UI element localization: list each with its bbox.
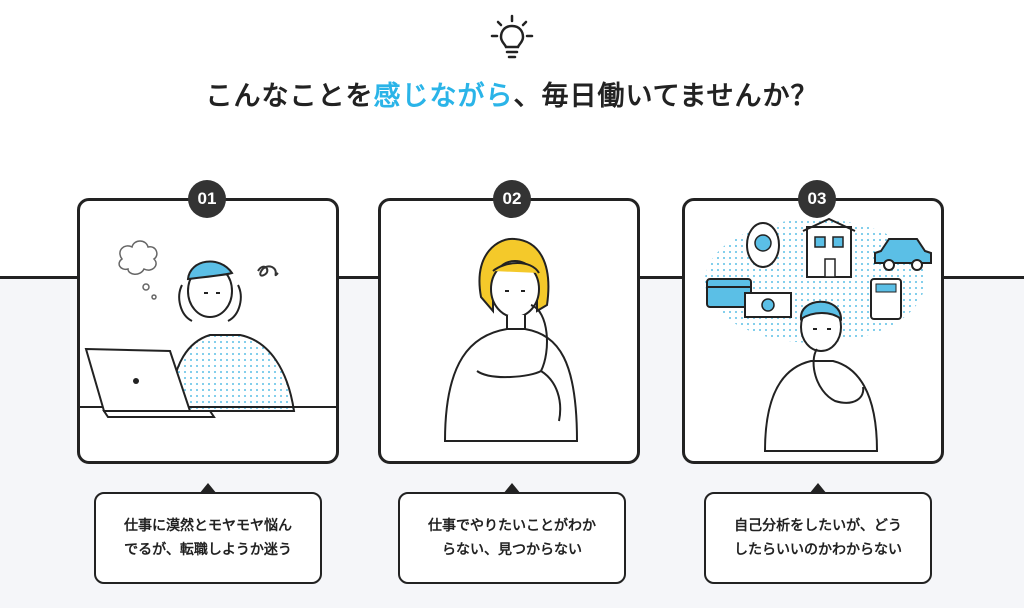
caption-line1-02: 仕事でやりたいことがわか bbox=[428, 518, 596, 534]
headline-prefix: こんなことを bbox=[205, 81, 374, 112]
caption-line1-01: 仕事に漠然とモヤモヤ悩ん bbox=[124, 518, 292, 534]
caption-line2-03: したらいいのかわからない bbox=[734, 542, 902, 558]
page-headline: こんなことを感じながら、毎日働いてませんか？ bbox=[0, 74, 1024, 113]
caption-bubble-03: 自己分析をしたいが、どう したらいいのかわからない bbox=[704, 483, 932, 584]
thinking-woman-illustration bbox=[443, 237, 579, 442]
caption-line2-02: らない、見つからない bbox=[442, 542, 582, 558]
caption-line1-03: 自己分析をしたいが、どう bbox=[734, 518, 902, 534]
caption-text-02: 仕事でやりたいことがわか らない、見つからない bbox=[428, 514, 596, 562]
card-number-badge-03: 03 bbox=[798, 180, 836, 218]
caption-bubble-02: 仕事でやりたいことがわか らない、見つからない bbox=[398, 483, 626, 584]
worried-man-at-laptop-illustration bbox=[80, 240, 336, 418]
card-03 bbox=[682, 198, 944, 464]
card-01 bbox=[77, 198, 339, 464]
caption-line2-01: でるが、転職しようか迷う bbox=[124, 542, 292, 558]
caption-text-01: 仕事に漠然とモヤモヤ悩ん でるが、転職しようか迷う bbox=[124, 514, 292, 562]
pondering-man-with-life-items-illustration bbox=[705, 217, 932, 452]
card-number-badge-02: 02 bbox=[493, 180, 531, 218]
lightbulb-icon bbox=[490, 14, 534, 59]
caption-text-03: 自己分析をしたいが、どう したらいいのかわからない bbox=[734, 514, 902, 562]
headline-highlight: 感じながら bbox=[373, 81, 514, 112]
headline-suffix: 、毎日働いてませんか？ bbox=[513, 81, 819, 112]
caption-bubble-01: 仕事に漠然とモヤモヤ悩ん でるが、転職しようか迷う bbox=[94, 483, 322, 584]
card-number-badge-01: 01 bbox=[188, 180, 226, 218]
card-02 bbox=[378, 198, 640, 464]
